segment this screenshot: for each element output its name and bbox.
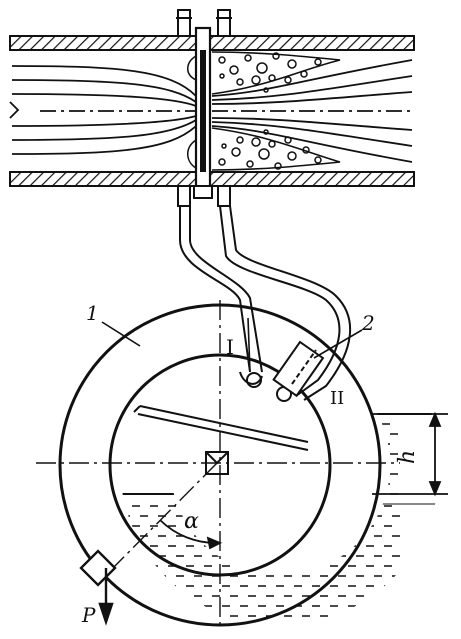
label-chamber-one: I [226,335,234,359]
leader-shield [313,329,363,359]
flange-studs [176,9,232,207]
leader-lines [101,321,363,359]
label-angle-alpha: α [184,509,199,534]
impulse-tubes [179,205,352,401]
downstream-jet [211,59,413,163]
pipe-top-wall [9,35,415,51]
load-arrow [98,568,114,626]
impulse-tube-downstream [219,205,341,397]
height-dimension [372,411,448,497]
impulse-tube-upstream [179,206,251,373]
pipe [9,9,415,207]
ring-internals [239,317,325,402]
partition-bulb-left [246,372,262,388]
upstream-streamlines [9,65,197,155]
pipe-bottom-wall [9,171,415,187]
shield-plug [272,340,325,398]
label-chamber-two: II [330,388,344,409]
orifice-plate-core [200,50,206,172]
lower-eddy-zone [211,127,341,171]
angle-arc [159,519,223,550]
label-body-1: 1 [86,301,99,325]
axis-lines [36,300,400,630]
upper-eddy-zone [211,51,341,95]
eddy-bubbles [218,52,322,170]
deflection-axis [105,462,218,576]
chamber-tube-left [247,317,251,373]
liquid-left-bottom [120,493,440,625]
leader-body [101,321,141,347]
label-weight-p: P [81,603,96,627]
label-shield-2: 2 [361,311,375,335]
inner-beam [133,405,309,451]
label-height-h: h [395,450,420,464]
